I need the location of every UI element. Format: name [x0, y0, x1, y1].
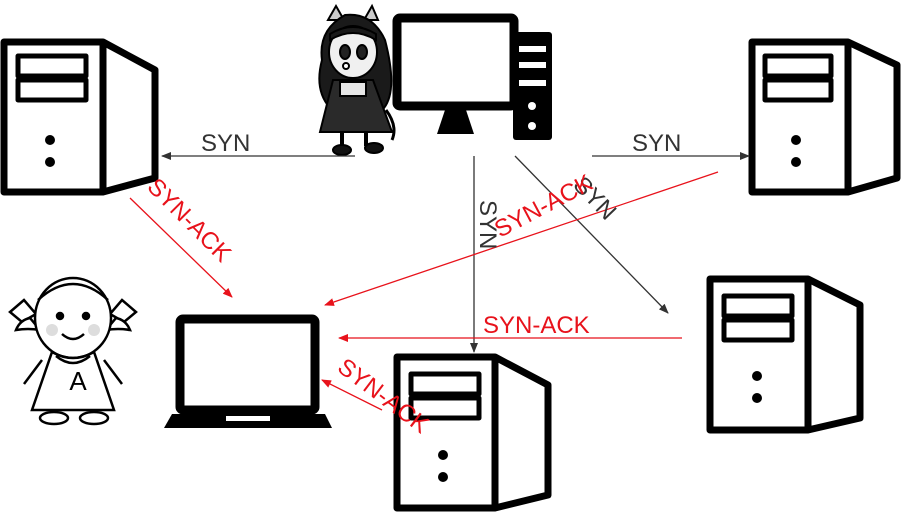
synack-label-topleft: SYN-ACK: [142, 173, 237, 268]
server-tower-icon: [393, 353, 552, 512]
laptop-icon: [164, 314, 332, 428]
victim-letter: A: [69, 366, 87, 396]
syn-arrow-diagonal: [514, 155, 669, 314]
syn-label-vertical: SYN: [474, 200, 501, 249]
synack-arrow-bottom: [321, 379, 383, 411]
server-tower-icon: [748, 38, 901, 196]
girl-icon: A: [8, 276, 138, 426]
synack-arrow-long: [324, 171, 719, 306]
syn-label-left: SYN: [201, 130, 250, 157]
desktop-computer-icon: [392, 13, 552, 140]
devil-girl-icon: [318, 3, 396, 156]
synack-arrows: [129, 171, 719, 411]
synack-arrow-topleft: [129, 197, 233, 298]
syn-label-right: SYN: [632, 130, 681, 157]
synack-label-long: SYN-ACK: [490, 169, 597, 243]
syn-arrows: [161, 152, 750, 353]
server-tower-icon: [706, 275, 864, 434]
synack-label-horizontal: SYN-ACK: [483, 312, 590, 339]
server-tower-icon: [0, 38, 159, 196]
